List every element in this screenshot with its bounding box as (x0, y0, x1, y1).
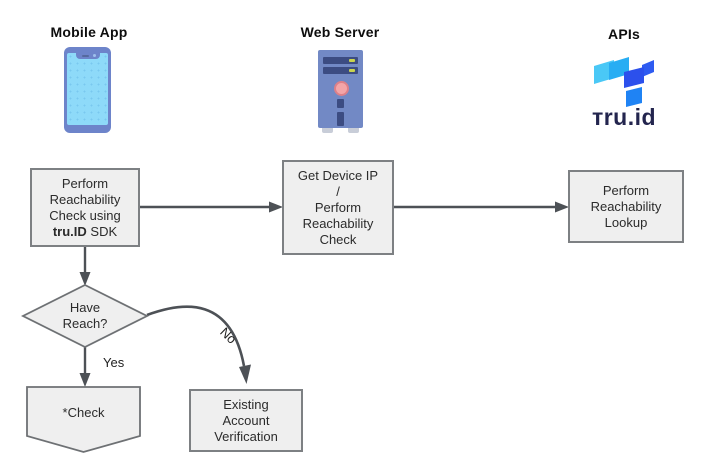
truid-wordmark: тru.id (591, 104, 657, 130)
node-existing-account-verification: Existing Account Verification (189, 389, 303, 452)
node-get-device-ip: Get Device IP / Perform Reachability Che… (282, 160, 394, 255)
server-vent-slot (337, 112, 344, 126)
server-led (349, 69, 355, 72)
arrow-yes (79, 347, 91, 387)
server-foot (322, 128, 333, 133)
server-foot (348, 128, 359, 133)
sdk-text: SDK (86, 223, 118, 239)
check-pennant-label: *Check (62, 405, 105, 420)
phone-camera (92, 54, 96, 57)
node-text-line: Perform (61, 175, 109, 191)
node-text-line: Reachability (302, 215, 374, 231)
truid-logo-icon (594, 57, 654, 107)
column-label-mobile-app: Mobile App (50, 24, 128, 40)
server-drive-slot (323, 57, 358, 64)
mobile-phone-icon (64, 47, 111, 133)
phone-screen (67, 53, 108, 125)
node-text-line: Check (319, 231, 357, 247)
node-text-line: Verification (214, 428, 278, 444)
phone-notch (75, 53, 100, 59)
node-text-line: tru.ID SDK (53, 224, 117, 240)
node-perform-reachability-check: Perform Reachability Check using tru.ID … (30, 168, 140, 247)
node-text-line: Perform (602, 182, 650, 198)
column-label-apis: APIs (608, 26, 640, 42)
truid-sdk-bold-text: tru.ID (52, 223, 87, 239)
node-text-line: Check using (49, 207, 121, 223)
decision-have-reach-shape (20, 283, 150, 349)
arrow-no (146, 305, 251, 384)
arrow-check-to-server (140, 201, 283, 213)
node-text-line: Reachability (49, 191, 121, 207)
node-text-line: Reachability (590, 198, 662, 214)
web-server-icon (318, 50, 363, 133)
edge-label-yes: Yes (103, 355, 125, 370)
node-perform-reachability-lookup: Perform Reachability Lookup (568, 170, 684, 243)
node-text-line: Perform (314, 199, 362, 215)
decision-have-reach-label: Have Reach? (35, 300, 135, 332)
arrow-check-to-decision (79, 247, 91, 286)
node-text-line: Existing (223, 396, 269, 412)
node-text-line: Lookup (604, 214, 648, 230)
node-text-line: Reach? (62, 316, 108, 331)
check-pennant-shape (26, 386, 141, 453)
node-text-line: Account (222, 412, 270, 428)
server-vent-slot (337, 99, 344, 108)
arrow-server-to-api (394, 201, 569, 213)
column-label-web-server: Web Server (300, 24, 380, 40)
server-power-button-icon (334, 81, 349, 96)
phone-speaker (81, 55, 89, 57)
node-text-line: / (336, 183, 340, 199)
server-led (349, 59, 355, 62)
server-drive-slot (323, 67, 358, 74)
node-text-line: Have (69, 300, 101, 315)
node-text-line: Get Device IP (297, 167, 379, 183)
